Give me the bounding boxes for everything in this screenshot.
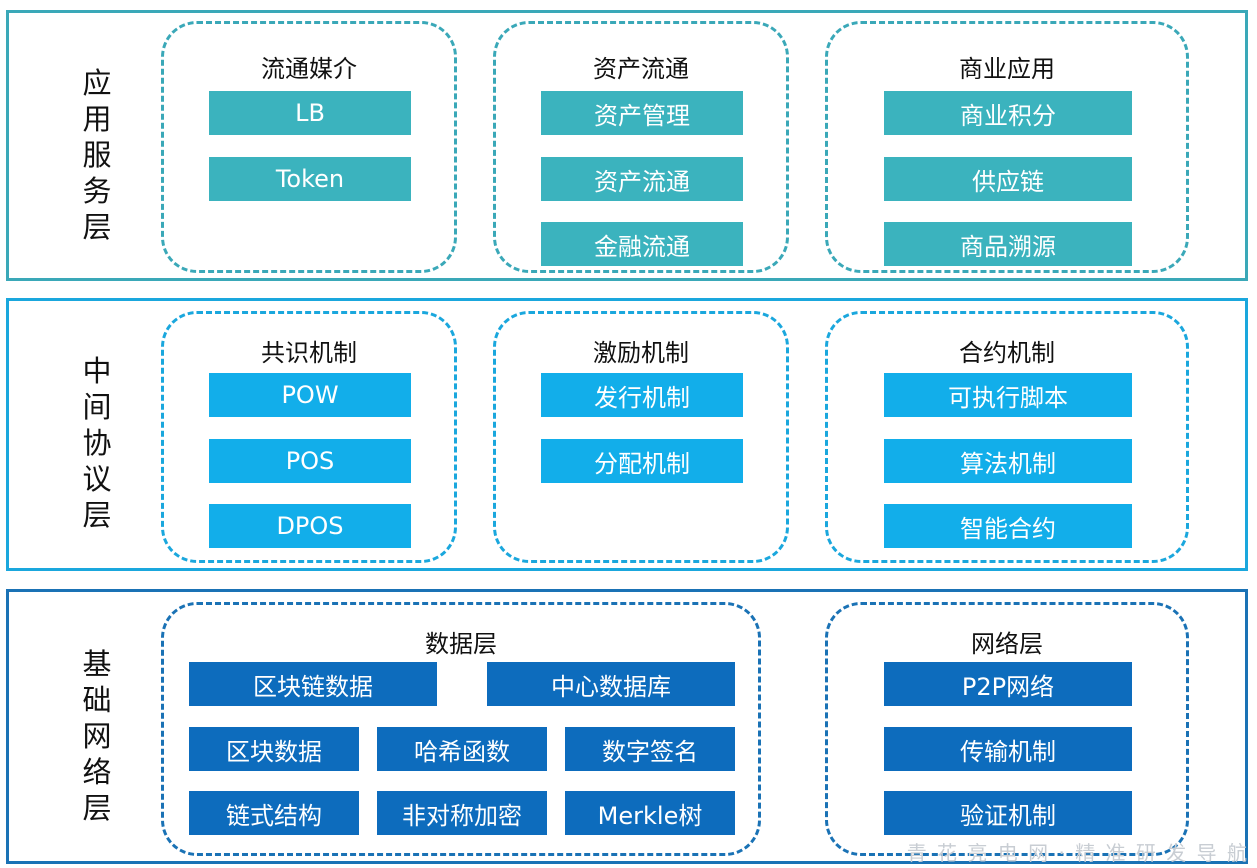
box-verification-mechanism: 验证机制 xyxy=(884,791,1132,835)
layer-title-char: 网 xyxy=(82,719,112,753)
box-p2p-network: P2P网络 xyxy=(884,662,1132,706)
group-title: 资产流通 xyxy=(593,55,689,83)
group-title: 流通媒介 xyxy=(261,55,357,83)
layer-title-char: 础 xyxy=(82,683,112,717)
group-title: 激励机制 xyxy=(593,339,689,367)
layer-title-char: 层 xyxy=(82,791,112,825)
box-distribution-mechanism: 分配机制 xyxy=(541,439,743,483)
box-issuance-mechanism: 发行机制 xyxy=(541,373,743,417)
layer-title-char: 议 xyxy=(82,462,112,496)
box-dpos: DPOS xyxy=(209,504,411,548)
group-title: 共识机制 xyxy=(261,339,357,367)
layer-title: 应 用 服 务 层 xyxy=(73,65,121,245)
box-pow: POW xyxy=(209,373,411,417)
group-title: 数据层 xyxy=(425,630,497,658)
group-title: 合约机制 xyxy=(959,339,1055,367)
application-service-layer: 应 用 服 务 层 流通媒介 LB Token 资产流通 资产管理 资产流通 金… xyxy=(6,10,1248,281)
base-network-layer: 基 础 网 络 层 数据层 区块链数据 中心数据库 区块数据 哈希函数 数字签名… xyxy=(6,589,1248,864)
layer-title: 中 间 协 议 层 xyxy=(73,353,121,533)
box-algorithm-mechanism: 算法机制 xyxy=(884,439,1132,483)
layer-title-char: 层 xyxy=(82,210,112,244)
box-hash-function: 哈希函数 xyxy=(377,727,547,771)
box-asset-management: 资产管理 xyxy=(541,91,743,135)
box-lb: LB xyxy=(209,91,411,135)
box-merkle-tree: Merkle树 xyxy=(565,791,735,835)
group-title: 网络层 xyxy=(971,630,1043,658)
box-executable-script: 可执行脚本 xyxy=(884,373,1132,417)
middle-protocol-layer: 中 间 协 议 层 共识机制 POW POS DPOS 激励机制 发行机制 分配… xyxy=(6,298,1248,571)
layer-title-char: 务 xyxy=(82,174,112,208)
group-circulation-medium: 流通媒介 LB Token xyxy=(161,21,457,273)
group-business-application: 商业应用 商业积分 供应链 商品溯源 xyxy=(825,21,1189,273)
layer-title-char: 间 xyxy=(82,390,112,424)
box-chain-structure: 链式结构 xyxy=(189,791,359,835)
box-supply-chain: 供应链 xyxy=(884,157,1132,201)
box-pos: POS xyxy=(209,439,411,483)
group-network-layer: 网络层 P2P网络 传输机制 验证机制 xyxy=(825,602,1189,856)
layer-title-char: 中 xyxy=(82,354,112,388)
layer-title: 基 础 网 络 层 xyxy=(73,646,121,826)
box-digital-signature: 数字签名 xyxy=(565,727,735,771)
box-central-database: 中心数据库 xyxy=(487,662,735,706)
box-smart-contract: 智能合约 xyxy=(884,504,1132,548)
layer-title-char: 用 xyxy=(82,102,112,136)
box-financial-circulation: 金融流通 xyxy=(541,222,743,266)
box-asset-circulation: 资产流通 xyxy=(541,157,743,201)
box-block-data: 区块数据 xyxy=(189,727,359,771)
box-blockchain-data: 区块链数据 xyxy=(189,662,437,706)
box-asymmetric-encryption: 非对称加密 xyxy=(377,791,547,835)
box-token: Token xyxy=(209,157,411,201)
box-transport-mechanism: 传输机制 xyxy=(884,727,1132,771)
layer-title-char: 络 xyxy=(82,755,112,789)
box-product-traceability: 商品溯源 xyxy=(884,222,1132,266)
group-asset-circulation: 资产流通 资产管理 资产流通 金融流通 xyxy=(493,21,789,273)
layer-title-char: 协 xyxy=(82,426,112,460)
group-consensus-mechanism: 共识机制 POW POS DPOS xyxy=(161,311,457,563)
layer-title-char: 应 xyxy=(82,66,112,100)
group-incentive-mechanism: 激励机制 发行机制 分配机制 xyxy=(493,311,789,563)
layer-title-char: 服 xyxy=(82,138,112,172)
box-business-points: 商业积分 xyxy=(884,91,1132,135)
group-title: 商业应用 xyxy=(959,55,1055,83)
watermark: 青 花 亮 电 网 · 精 准 研 发 导 航 xyxy=(906,841,1249,865)
layer-title-char: 层 xyxy=(82,498,112,532)
group-contract-mechanism: 合约机制 可执行脚本 算法机制 智能合约 xyxy=(825,311,1189,563)
group-data-layer: 数据层 区块链数据 中心数据库 区块数据 哈希函数 数字签名 链式结构 非对称加… xyxy=(161,602,761,856)
layer-title-char: 基 xyxy=(82,647,112,681)
